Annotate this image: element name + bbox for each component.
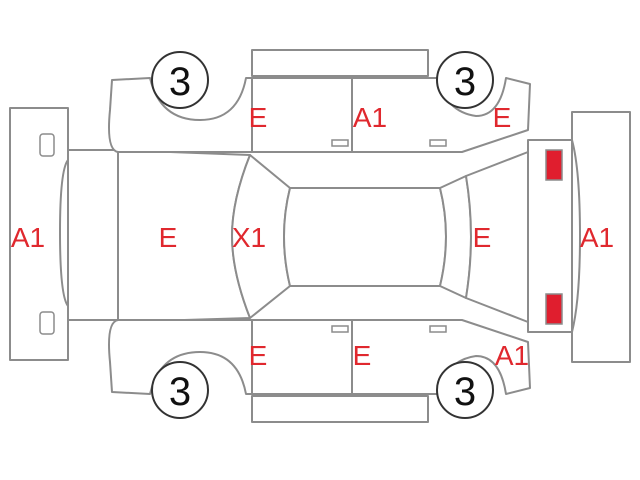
tire-rear-left-score: 3	[454, 60, 476, 104]
code-hood: E	[159, 222, 178, 253]
tire-rear-left: 3	[436, 51, 494, 109]
tire-rear-right: 3	[436, 361, 494, 419]
tire-front-left-score: 3	[169, 60, 191, 104]
code-rear-bumper: A1	[580, 222, 614, 253]
code-front-door-upper: E	[249, 102, 268, 133]
roof	[283, 187, 447, 287]
upper-side-body	[108, 49, 531, 153]
tire-front-left: 3	[151, 51, 209, 109]
code-trunk: E	[473, 222, 492, 253]
code-front-bumper: A1	[11, 222, 45, 253]
rear-bumper	[571, 111, 631, 363]
rear-light-upper	[545, 149, 563, 181]
code-rear-door-lower: E	[353, 340, 372, 371]
hood-top	[117, 149, 251, 323]
code-rear-fender-upper: E	[493, 102, 512, 133]
hood-panel	[67, 149, 119, 321]
code-rear-door-upper: A1	[353, 102, 387, 133]
tire-rear-right-score: 3	[454, 370, 476, 414]
trunk-lid	[465, 151, 529, 323]
code-rear-fender-lower: A1	[495, 340, 529, 371]
rear-light-lower	[545, 293, 563, 325]
tire-front-right-score: 3	[169, 370, 191, 414]
code-windshield-pillar: X1	[232, 222, 266, 253]
tire-front-right: 3	[151, 361, 209, 419]
code-front-door-lower: E	[249, 340, 268, 371]
